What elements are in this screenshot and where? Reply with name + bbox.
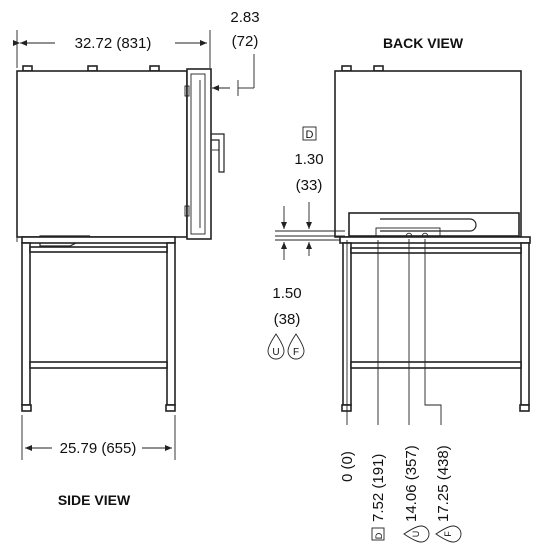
back-stand-lower-rail bbox=[350, 361, 522, 369]
pos-d-label: 7.52 (191) bbox=[370, 454, 387, 522]
stand-leg-left bbox=[21, 242, 31, 406]
door-hinge-bottom bbox=[184, 205, 190, 217]
door-hinge-top bbox=[184, 85, 190, 97]
stand-foot-left bbox=[21, 404, 32, 412]
pos-u-label: 14.06 (357) bbox=[403, 445, 420, 522]
water-height-mm-label: (38) bbox=[274, 311, 301, 328]
back-stand-foot-right bbox=[519, 404, 530, 412]
drain-symbol-box bbox=[302, 126, 317, 141]
water-height-in-label: 1.50 bbox=[272, 285, 301, 302]
pos-u-group: U 14.06 (357) bbox=[403, 445, 430, 543]
door-handle bbox=[211, 133, 225, 173]
pos-d-symbol-box bbox=[371, 527, 385, 541]
pos-u-symbol: U bbox=[411, 531, 421, 538]
drain-symbol-label: D bbox=[306, 129, 314, 141]
door-depth-in-label: 2.83 bbox=[230, 9, 259, 26]
water-u-symbol: U bbox=[267, 333, 285, 360]
pos-u-drop bbox=[403, 525, 430, 543]
water-u-label: U bbox=[272, 347, 279, 358]
side-view: 32.72 (831) 2.83 (72) bbox=[13, 9, 260, 508]
pos-f-drop bbox=[435, 525, 462, 543]
drain-height-mm-label: (33) bbox=[296, 177, 323, 194]
pos-d-group: D 7.52 (191) bbox=[370, 454, 387, 541]
back-stand-foot-left bbox=[341, 404, 352, 412]
oven-body-back bbox=[334, 70, 522, 238]
stand-foot-right bbox=[165, 404, 176, 412]
drain-pipe bbox=[380, 218, 477, 232]
stand-lower-rail bbox=[29, 361, 168, 369]
pos-0-label: 0 (0) bbox=[339, 451, 356, 482]
connection-panel bbox=[348, 212, 520, 237]
back-stand-leg-right bbox=[520, 242, 530, 406]
legspan-label: 25.79 (655) bbox=[60, 440, 137, 457]
water-f-symbol: F bbox=[287, 333, 305, 360]
back-stand-top-frame bbox=[339, 236, 531, 244]
oven-body-side bbox=[16, 70, 188, 238]
pos-f-label: 17.25 (438) bbox=[435, 445, 452, 522]
leader-pos-f bbox=[424, 239, 442, 425]
water-f-label: F bbox=[293, 347, 299, 358]
stand-top-frame bbox=[21, 236, 176, 244]
pos-d-symbol: D bbox=[374, 532, 384, 539]
stand-upper-rail bbox=[29, 246, 168, 253]
pos-f-group: F 17.25 (438) bbox=[435, 445, 462, 543]
stand-leg-right bbox=[166, 242, 176, 406]
pos-f-symbol: F bbox=[443, 531, 453, 537]
back-view: BACK VIEW D 1.30 (33) 1.50 (38) U F bbox=[267, 35, 531, 543]
side-view-title: SIDE VIEW bbox=[58, 492, 131, 508]
oven-door-inner bbox=[190, 73, 206, 235]
back-view-title: BACK VIEW bbox=[383, 35, 464, 51]
back-stand-upper-rail bbox=[350, 247, 522, 254]
width-side-label: 32.72 (831) bbox=[75, 35, 152, 52]
door-depth-mm-label: (72) bbox=[232, 33, 259, 50]
drain-height-in-label: 1.30 bbox=[294, 151, 323, 168]
